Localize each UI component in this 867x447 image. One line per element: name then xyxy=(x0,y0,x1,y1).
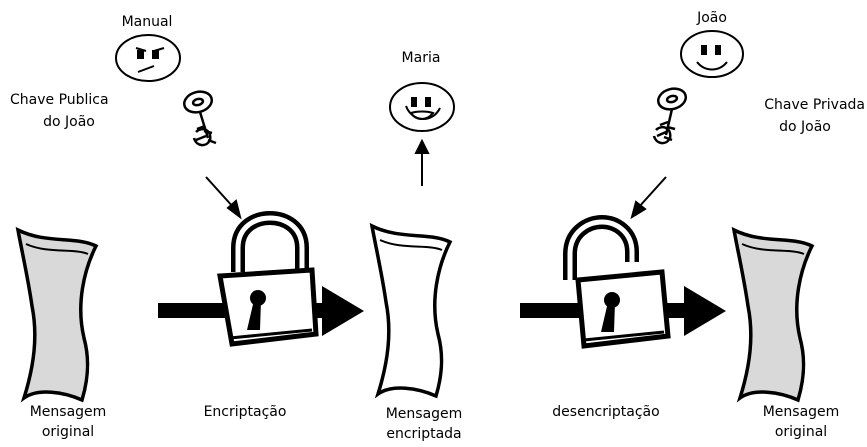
private-key-icon xyxy=(654,86,688,143)
private-key-arrow xyxy=(632,177,666,217)
encrypted-message-label-line2: encriptada xyxy=(368,426,480,443)
decrypt-step-label: desencriptação xyxy=(540,404,672,421)
receiver-name: João xyxy=(686,10,738,27)
interceptor-face-icon xyxy=(390,83,454,131)
original-message-label-line2: original xyxy=(14,424,122,441)
decrypted-message-label-line2: original xyxy=(746,424,856,441)
public-key-label-line1: Chave Publica xyxy=(10,92,109,109)
open-lock-icon xyxy=(570,222,668,346)
interceptor-arrow xyxy=(416,141,428,186)
original-message-document-icon xyxy=(18,230,96,400)
sender-face-icon xyxy=(116,35,180,81)
public-key-arrow xyxy=(206,177,240,217)
encrypted-message-label-line1: Mensagem xyxy=(368,406,480,423)
encrypted-message-document-icon xyxy=(372,226,450,396)
encrypt-step-label: Encriptação xyxy=(190,404,300,421)
private-key-label-line1: Chave Privada xyxy=(764,97,865,114)
decrypted-message-label-line1: Mensagem xyxy=(746,404,856,421)
closed-lock-icon xyxy=(220,218,316,344)
receiver-face-icon xyxy=(681,31,743,77)
public-key-icon xyxy=(182,89,216,145)
interceptor-name: Maria xyxy=(386,50,456,67)
original-message-label-line1: Mensagem xyxy=(14,404,122,421)
sender-name: Manual xyxy=(118,14,176,31)
decrypted-message-document-icon xyxy=(734,230,812,400)
private-key-label-line2: do João xyxy=(760,119,850,136)
public-key-label-line2: do João xyxy=(10,114,128,131)
